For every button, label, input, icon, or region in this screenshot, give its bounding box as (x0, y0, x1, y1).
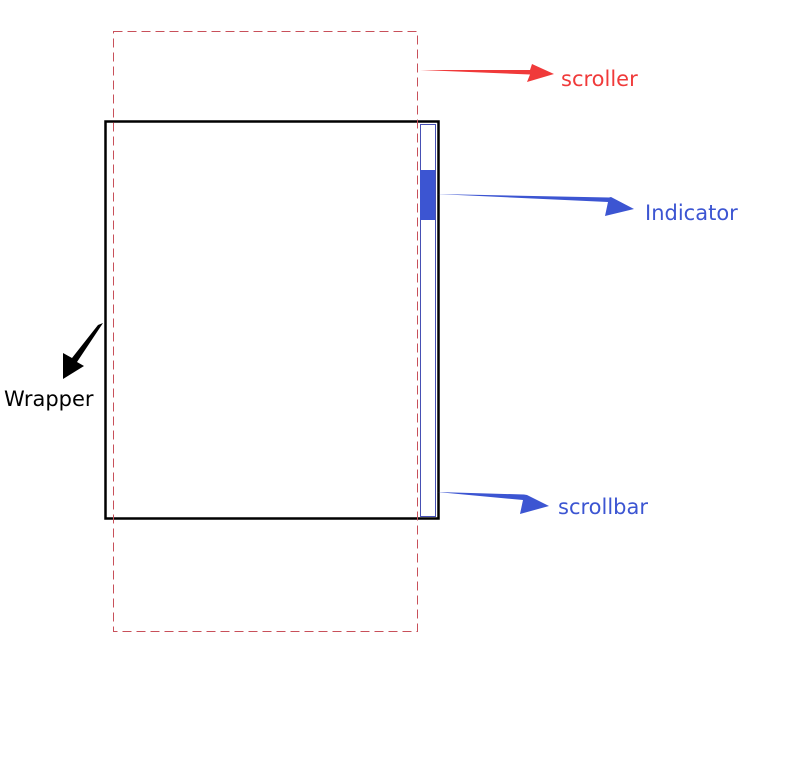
scrollbar-label: scrollbar (558, 495, 649, 519)
scroller-arrow (420, 64, 554, 82)
scroll-indicator (420, 170, 435, 220)
scroller-label: scroller (561, 67, 638, 91)
wrapper-arrow (63, 323, 103, 379)
scrollbar-arrow (437, 492, 549, 514)
scrollbar-track (420, 124, 436, 517)
wrapper-box (104, 120, 440, 520)
indicator-arrow (436, 194, 634, 216)
scroller-box (113, 31, 418, 632)
indicator-label: Indicator (645, 201, 738, 225)
wrapper-label: Wrapper (4, 387, 94, 411)
